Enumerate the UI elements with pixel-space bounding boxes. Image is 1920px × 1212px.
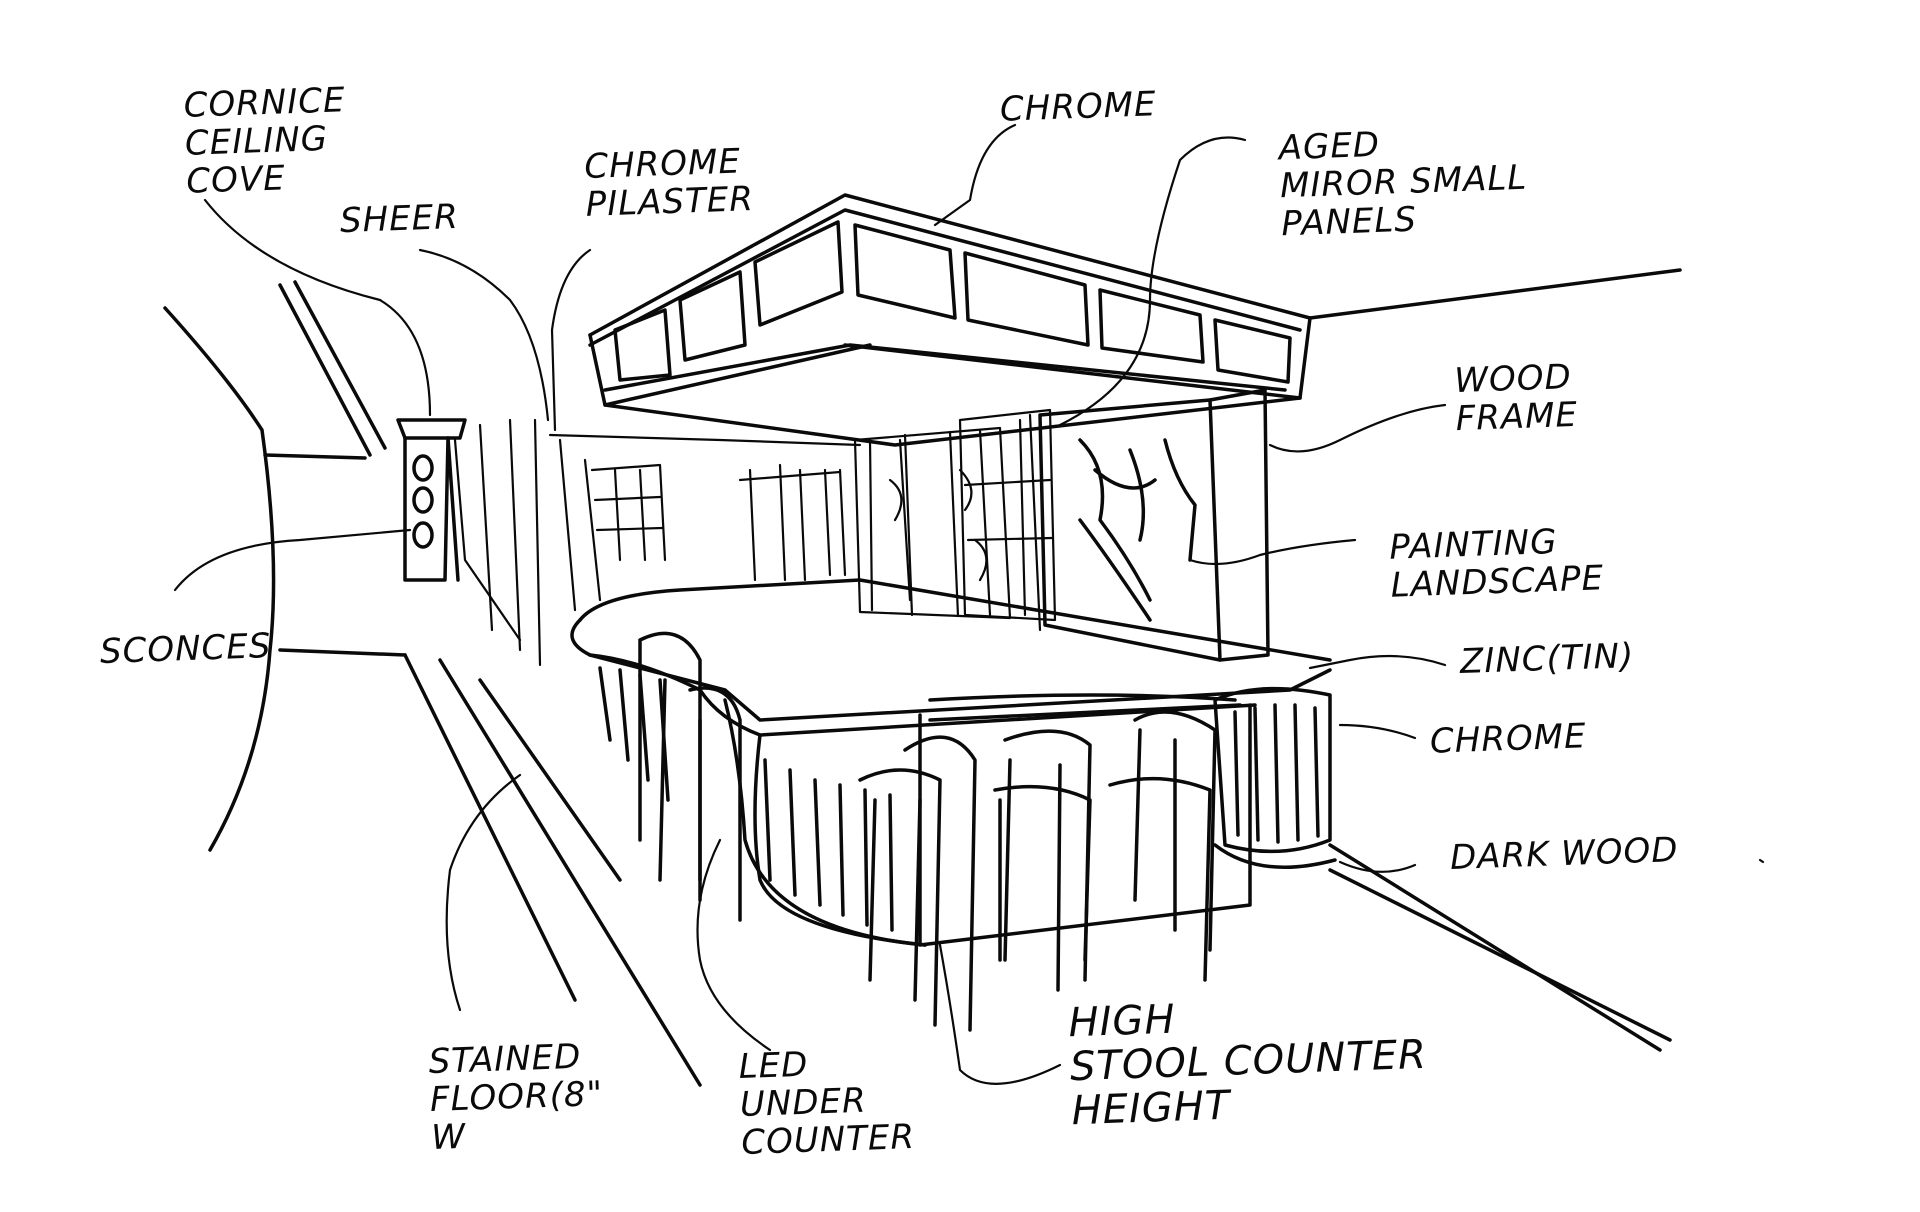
label-stained-floor: STAINED FLOOR(8" W xyxy=(428,1036,604,1158)
back-wall xyxy=(453,408,1057,667)
label-chrome-top: CHROME xyxy=(999,84,1158,130)
bar-counter xyxy=(570,578,1332,947)
painting-frame xyxy=(1038,388,1270,662)
label-painting-landscape: PAINTING LANDSCAPE xyxy=(1388,521,1605,606)
label-dark-wood: DARK WOOD xyxy=(1449,830,1680,878)
label-sconces: SCONCES xyxy=(99,626,272,672)
label-wood-frame: WOOD FRAME xyxy=(1453,357,1579,440)
label-chrome-right: CHROME xyxy=(1429,716,1588,762)
label-aged-mirror: AGED MIROR SMALL PANELS xyxy=(1278,124,1528,245)
canopy xyxy=(588,193,1312,447)
stools xyxy=(638,631,1217,1032)
floor xyxy=(403,268,1682,1087)
label-cornice-ceiling-cove: CORNICE CEILING COVE xyxy=(183,80,347,202)
chrome-post xyxy=(1213,686,1337,869)
left-wall xyxy=(163,280,407,852)
sconce-column xyxy=(396,418,467,582)
leader-lines xyxy=(173,123,1765,1085)
label-chrome-pilaster: CHROME PILASTER xyxy=(583,141,755,225)
label-sheer: SHEER xyxy=(339,196,460,242)
mirror-panels xyxy=(853,426,1012,620)
label-led-under-counter: LED UNDER COUNTER xyxy=(738,1044,916,1163)
label-high-stool-counter-height: HIGH STOOL COUNTER HEIGHT xyxy=(1067,996,1428,1135)
label-zinc-tin: ZINC(TIN) xyxy=(1459,635,1635,683)
